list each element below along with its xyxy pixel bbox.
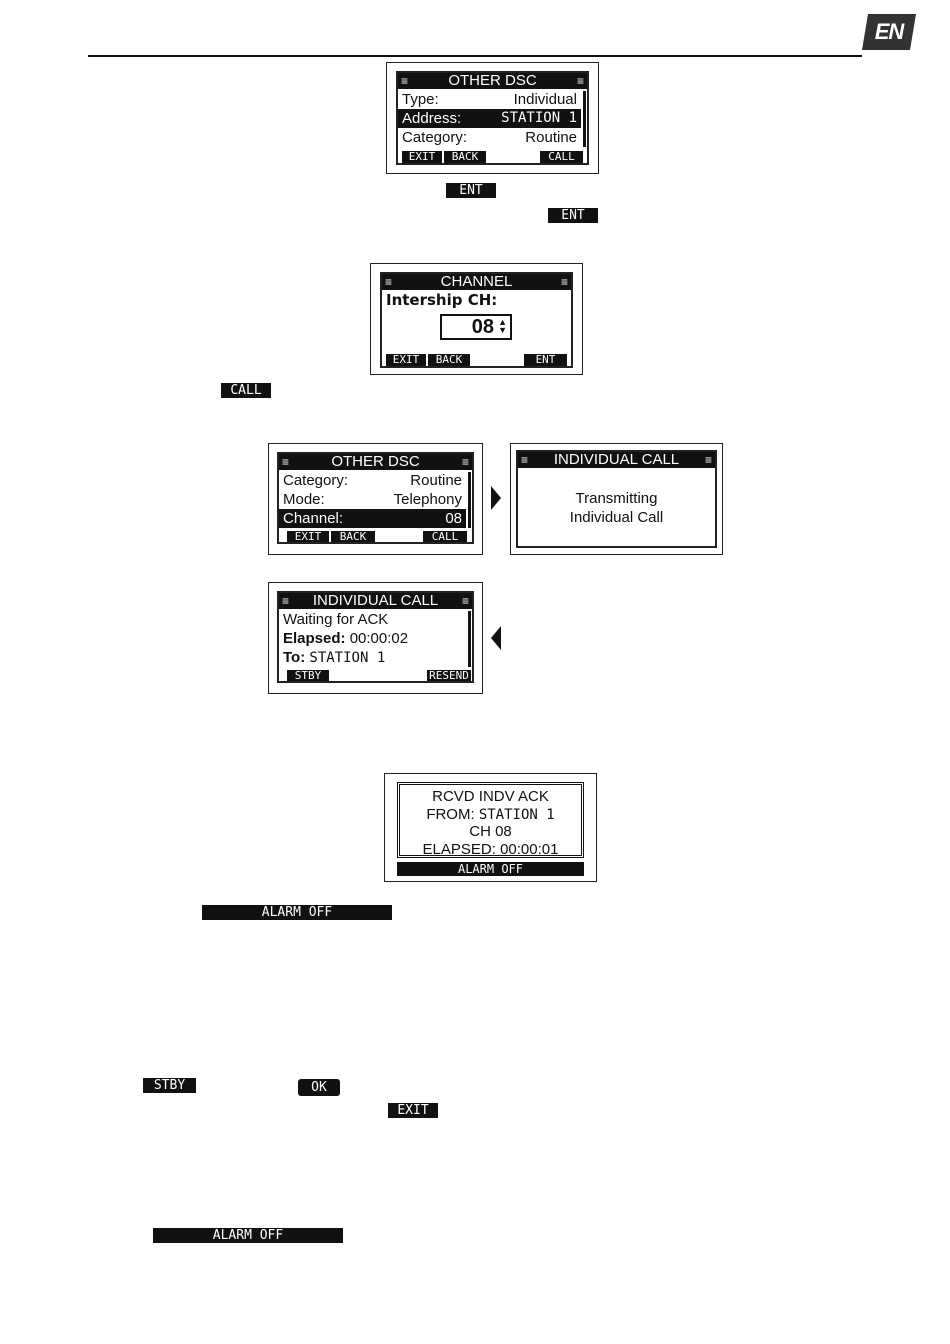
alarm-off-softkey[interactable]: ALARM OFF [397,862,584,876]
status-line: Waiting for ACK [283,611,389,628]
channel-input[interactable]: 08 ▲▼ [440,314,512,340]
list-item[interactable]: Category:Routine [283,472,462,489]
screen-other-dsc-channel: ≡ OTHER DSC ≡ Category:Routine Mode:Tele… [268,443,483,555]
channel-line: CH 08 [469,823,512,840]
language-tab-background [862,14,916,50]
from-line: FROM: STATION 1 [426,806,555,823]
menu-icon: ≡ [704,453,712,467]
call-key-badge: CALL [221,383,271,398]
scrollbar [468,472,471,528]
call-softkey[interactable]: CALL [540,151,583,163]
screen-title: ≡ OTHER DSC ≡ [398,73,587,89]
status-line: Individual Call [569,509,664,526]
menu-icon: ≡ [560,275,568,289]
ent-key-badge: ENT [548,208,598,223]
exit-softkey[interactable]: EXIT [386,354,426,366]
screen-other-dsc-address: ≡ OTHER DSC ≡ Type:Individual Address:ST… [386,62,599,174]
language-tag: EN [874,19,905,44]
list-item[interactable]: Type:Individual [402,91,577,108]
list-item-selected[interactable]: Channel:08 [279,509,466,528]
field-label: Intership CH: [386,291,498,309]
to-row: To: STATION 1 [283,649,386,666]
alarm-off-key-badge: ALARM OFF [153,1228,343,1243]
status-line: Transmitting [575,490,658,507]
ent-softkey[interactable]: ENT [524,354,567,366]
screen-rcvd-indv-ack: RCVD INDV ACK FROM: STATION 1 CH 08 ELAP… [384,773,597,882]
screen-channel: ≡ CHANNEL ≡ Intership CH: 08 ▲▼ EXIT BAC… [370,263,583,375]
menu-icon: ≡ [461,594,469,608]
alarm-off-key-badge: ALARM OFF [202,905,392,920]
exit-softkey[interactable]: EXIT [287,531,329,542]
ent-key-badge: ENT [446,183,496,198]
exit-softkey[interactable]: EXIT [402,151,442,163]
back-softkey[interactable]: BACK [331,531,375,542]
back-softkey[interactable]: BACK [444,151,486,163]
scrollbar [583,91,586,147]
elapsed-line: ELAPSED: 00:00:01 [422,841,559,858]
ok-key-badge: OK [298,1079,340,1096]
menu-icon: ≡ [385,275,393,289]
resend-softkey[interactable]: RESEND [427,670,471,681]
menu-icon: ≡ [576,74,584,88]
scrollbar [468,611,471,667]
list-item-selected[interactable]: Address:STATION 1 [398,109,581,128]
menu-icon: ≡ [401,74,409,88]
menu-icon: ≡ [521,453,529,467]
back-softkey[interactable]: BACK [428,354,470,366]
up-down-arrow-icon: ▲▼ [498,317,507,335]
screen-title: ≡ INDIVIDUAL CALL ≡ [279,593,472,609]
list-item[interactable]: Mode:Telephony [283,491,462,508]
header-rule [88,55,862,57]
stby-softkey[interactable]: STBY [287,670,329,681]
arrow-left-icon [491,626,501,650]
menu-icon: ≡ [282,455,290,469]
call-softkey[interactable]: CALL [423,531,467,542]
message-title: RCVD INDV ACK [432,788,549,805]
screen-title: ≡ OTHER DSC ≡ [279,454,472,470]
screen-individual-call-waiting: ≡ INDIVIDUAL CALL ≡ Waiting for ACK Elap… [268,582,483,694]
arrow-right-icon [491,486,501,510]
stby-key-badge: STBY [143,1078,196,1093]
menu-icon: ≡ [461,455,469,469]
screen-title: ≡ CHANNEL ≡ [382,274,571,290]
screen-individual-call-transmitting: ≡ INDIVIDUAL CALL ≡ Transmitting Individ… [510,443,723,555]
exit-key-badge: EXIT [388,1103,438,1118]
menu-icon: ≡ [282,594,290,608]
screen-title: ≡ INDIVIDUAL CALL ≡ [518,452,715,468]
list-item[interactable]: Category:Routine [402,129,577,146]
elapsed-row: Elapsed: 00:00:02 [283,630,409,647]
